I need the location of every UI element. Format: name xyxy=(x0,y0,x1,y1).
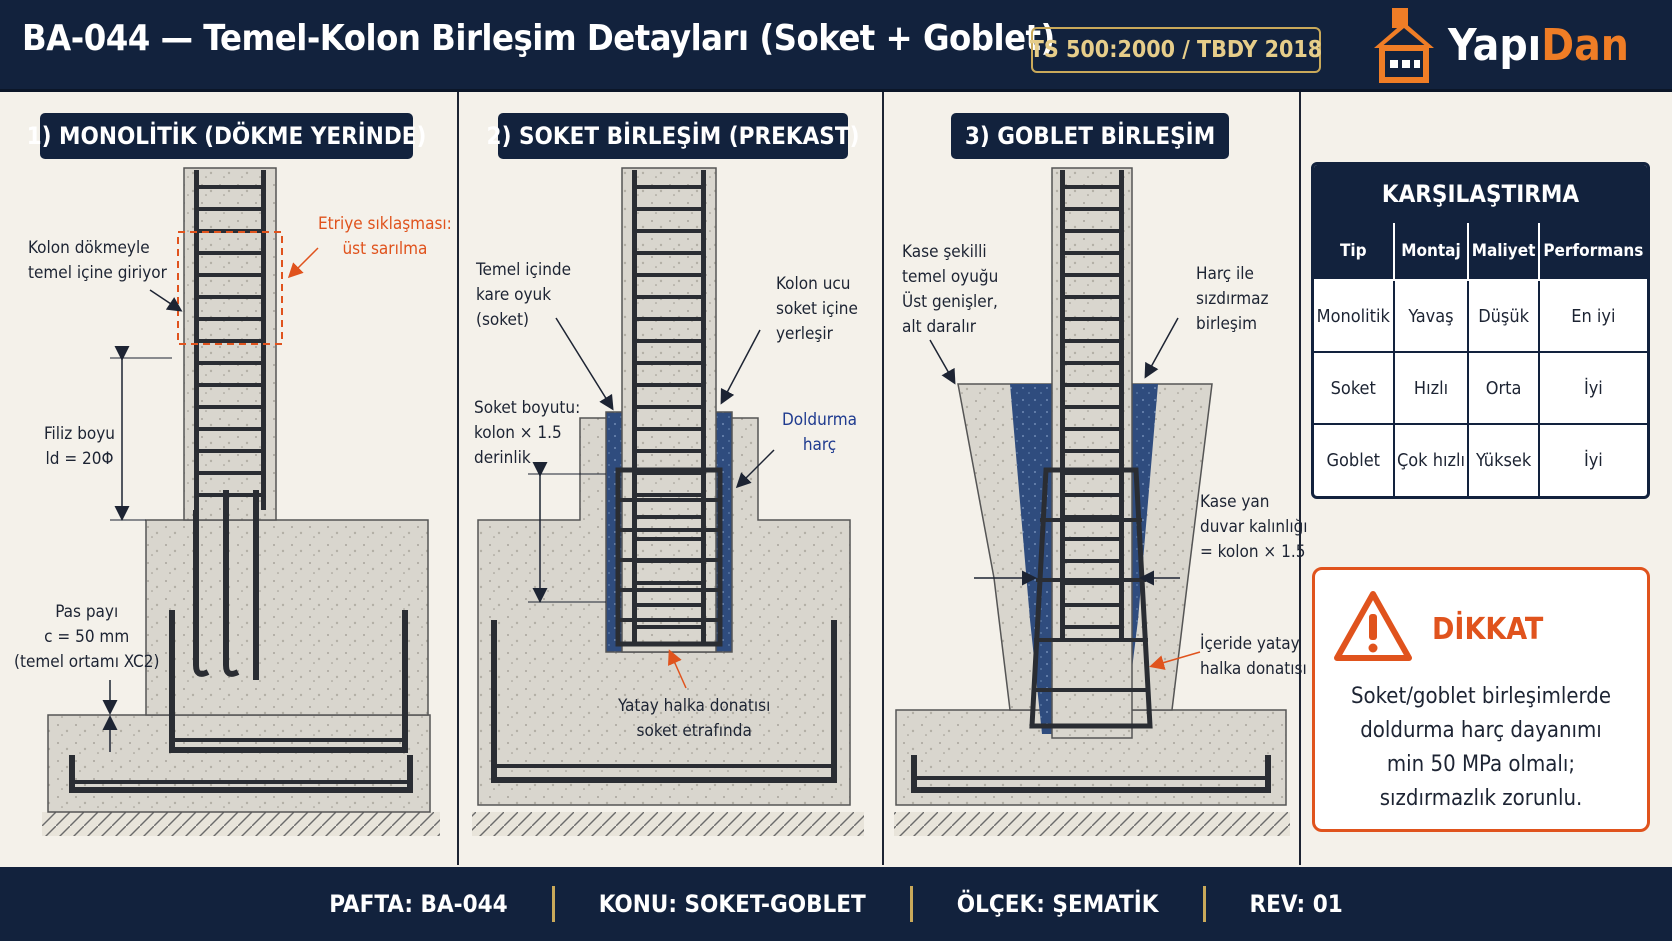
label-stirrup-densification: Etriye sıklaşması: üst sarılma xyxy=(318,214,452,259)
table-cell: Yavaş xyxy=(1392,279,1470,353)
header-bar: BA-044 — Temel-Kolon Birleşim Detayları … xyxy=(0,0,1672,92)
warning-text: Soket/goblet birleşimlerde doldurma harç… xyxy=(1350,684,1612,811)
table-cell: Düşük xyxy=(1467,279,1540,353)
column-header: Montaj xyxy=(1392,223,1470,281)
warning-box: DİKKAT Soket/goblet birleşimlerde doldur… xyxy=(1312,567,1650,832)
column-header: Maliyet xyxy=(1467,223,1540,281)
footer-revision: REV: 01 xyxy=(1249,890,1343,918)
footer-bar: PAFTA: BA-044 KONU: SOKET-GOBLET ÖLÇEK: … xyxy=(0,867,1672,941)
table-cell: Orta xyxy=(1467,351,1540,425)
table-header-row: Tip Montaj Maliyet Performans xyxy=(1314,223,1647,281)
table-cell: Monolitik xyxy=(1314,279,1395,353)
label-column-into-footing: Kolon dökmeyle temel içine giriyor xyxy=(28,238,167,283)
label-socket-hole: Temel içinde kare oyuk (soket) xyxy=(476,260,572,330)
brand-name: YapıDan xyxy=(1448,20,1629,71)
label-horizontal-ring: Yatay halka donatısı soket etrafında xyxy=(618,696,771,741)
table-row: Monolitik Yavaş Düşük En iyi xyxy=(1314,279,1647,353)
label-column-end: Kolon ucu soket içine yerleşir xyxy=(776,274,858,344)
label-dowel-length: Filiz boyu ld = 20Φ xyxy=(44,424,116,469)
socket-detail xyxy=(472,167,864,836)
label-wall-thickness: Kase yan duvar kalınlığı = kolon × 1.5 xyxy=(1200,492,1308,562)
footer-separator xyxy=(1202,886,1206,922)
comparison-grid: Tip Montaj Maliyet Performans Monolitik … xyxy=(1314,223,1647,496)
column-header: Tip xyxy=(1314,223,1395,281)
panel-title-socket: 2) SOKET BİRLEŞİM (PREKAST) xyxy=(487,113,859,159)
table-cell: En iyi xyxy=(1537,279,1647,353)
warning-triangle-icon xyxy=(1334,591,1412,661)
monolithic-detail xyxy=(42,167,440,836)
panel-title-monolithic: 1) MONOLİTİK (DÖKME YERİNDE) xyxy=(27,113,426,159)
table-row: Goblet Çok hızlı Yüksek İyi xyxy=(1314,423,1647,496)
label-bowl-cavity: Kase şekilli temel oyuğu Üst genişler, a… xyxy=(902,242,999,337)
table-cell: Hızlı xyxy=(1392,351,1470,425)
table-row: Soket Hızlı Orta İyi xyxy=(1314,351,1647,425)
label-concrete-cover: Pas payı c = 50 mm (temel ortamı XC2) xyxy=(14,602,160,672)
warning-title: DİKKAT xyxy=(1432,612,1544,647)
table-cell: İyi xyxy=(1537,351,1647,425)
footer-separator xyxy=(909,886,913,922)
label-socket-size: Soket boyutu: kolon × 1.5 derinlik xyxy=(474,398,581,468)
column-header: Performans xyxy=(1537,223,1647,281)
label-grout-seal: Harç ile sızdırmaz birleşim xyxy=(1196,264,1269,334)
panel-divider xyxy=(882,92,884,865)
table-cell: Çok hızlı xyxy=(1392,423,1470,496)
footer-sheet: PAFTA: BA-044 xyxy=(329,890,508,918)
footer-separator xyxy=(551,886,555,922)
table-cell: İyi xyxy=(1537,423,1647,496)
page-title: BA-044 — Temel-Kolon Birleşim Detayları … xyxy=(22,18,1055,59)
panel-divider xyxy=(457,92,459,865)
building-logo-icon xyxy=(1374,8,1434,83)
table-cell: Yüksek xyxy=(1467,423,1540,496)
footer-scale: ÖLÇEK: ŞEMATİK xyxy=(956,890,1159,918)
panel-title-goblet: 3) GOBLET BİRLEŞİM xyxy=(951,113,1229,159)
comparison-title: KARŞILAŞTIRMA xyxy=(1314,165,1647,223)
table-cell: Goblet xyxy=(1314,423,1395,496)
table-cell: Soket xyxy=(1314,351,1395,425)
standard-badge: TS 500:2000 / TBDY 2018 xyxy=(1030,27,1322,73)
label-inner-ring: İçeride yatay halka donatısı xyxy=(1200,634,1307,679)
panel-divider xyxy=(1299,92,1301,865)
comparison-table: KARŞILAŞTIRMA Tip Montaj Maliyet Perform… xyxy=(1311,162,1650,499)
label-grout-fill: Doldurma harç xyxy=(782,410,858,455)
footer-subject: KONU: SOKET-GOBLET xyxy=(598,890,866,918)
goblet-detail xyxy=(894,167,1290,836)
